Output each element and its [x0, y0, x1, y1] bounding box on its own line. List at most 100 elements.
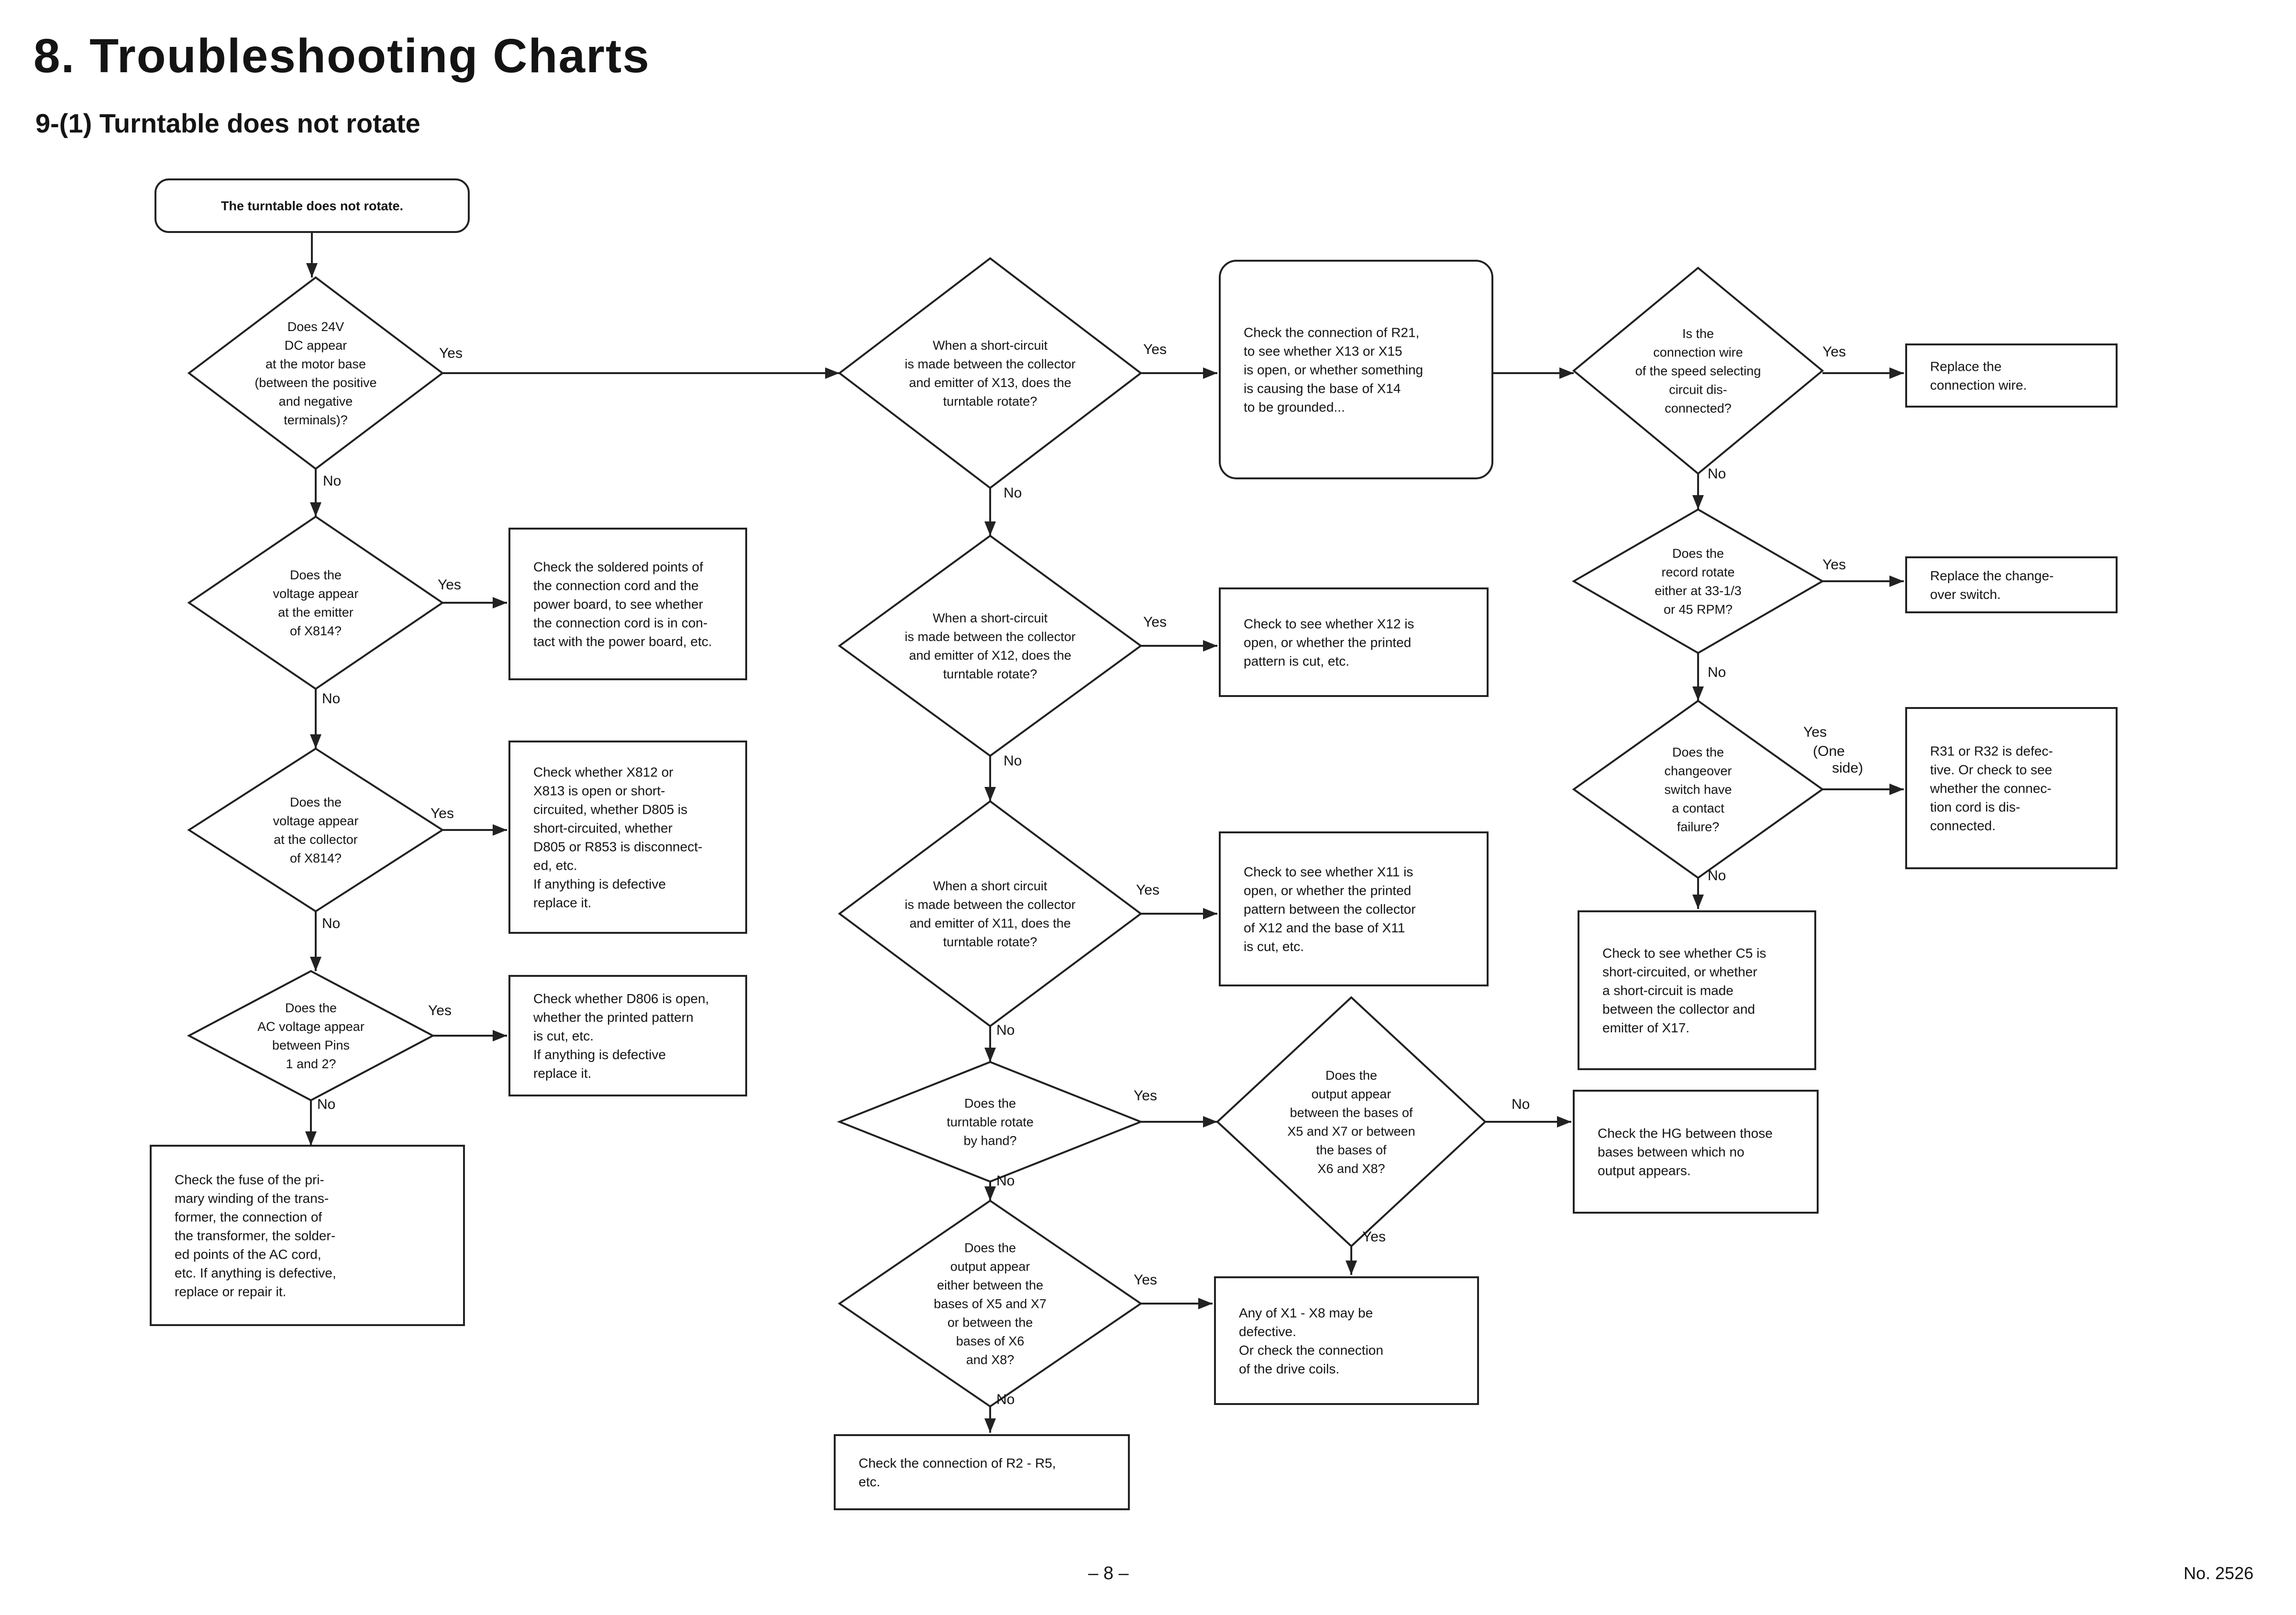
node-text-line: record rotate — [1661, 565, 1734, 579]
no-label: No — [1512, 1096, 1530, 1112]
node-text-line: connection wire — [1653, 345, 1743, 359]
node-text-line: output appears. — [1598, 1163, 1691, 1178]
no-label: No — [1708, 466, 1726, 482]
node-text-line: Replace the change- — [1930, 568, 2053, 583]
node-text-line: tion cord is dis- — [1930, 799, 2020, 814]
yes-label: Yes — [1143, 614, 1167, 630]
node-text-line: bases of X6 — [956, 1334, 1025, 1348]
node-text-line: changeover — [1664, 763, 1732, 778]
node-text-line: or 45 RPM? — [1664, 602, 1733, 617]
node-text-line: tact with the power board, etc. — [533, 634, 712, 649]
no-label: No — [322, 916, 340, 931]
node-text-line: DC appear — [285, 338, 347, 353]
action-a-r21: Check the connection of R21,to see wheth… — [1219, 260, 1493, 479]
node-text-line: whether the connec- — [1930, 781, 2052, 796]
yes-label: Yes — [430, 806, 454, 821]
node-text-line: short-circuited, whether — [533, 820, 673, 835]
node-text-line: Check the connection of R2 - R5, — [859, 1456, 1056, 1471]
node-text-line: at the collector — [274, 832, 358, 847]
node-text-line: failure? — [1677, 819, 1720, 834]
node-text-line: open, or whether the printed — [1244, 635, 1411, 650]
node-text-line: turntable rotate? — [943, 394, 1038, 409]
node-text-line: Check whether D806 is open, — [533, 991, 709, 1006]
node-text-line: switch have — [1664, 782, 1732, 796]
node-text-line: Check to see whether X11 is — [1244, 864, 1413, 879]
node-text-line: and emitter of X13, does the — [909, 376, 1071, 390]
node-text-line: is made between the collector — [905, 630, 1075, 644]
node-text-line: former, the connection of — [175, 1209, 322, 1224]
node-text-line: Check the connection of R21, — [1244, 325, 1419, 340]
node-text-line: (between the positive — [254, 376, 376, 390]
node-text-line: short-circuited, or whether — [1602, 964, 1757, 979]
no-label: No — [996, 1173, 1015, 1189]
node-text-line: whether the printed pattern — [533, 1010, 694, 1025]
node-text-line: is made between the collector — [905, 357, 1075, 371]
no-label: No — [322, 691, 340, 707]
no-label: No — [323, 473, 341, 489]
yes-label: Yes — [1803, 724, 1827, 740]
yes-label: Yes — [1822, 344, 1846, 360]
node-text-line: is made between the collector — [905, 897, 1075, 912]
action-a-x11: Check to see whether X11 is open, or whet… — [1219, 831, 1489, 986]
node-text-line: of the drive coils. — [1239, 1361, 1339, 1376]
no-label: No — [1708, 868, 1726, 884]
node-text-line: and X8? — [966, 1352, 1015, 1367]
node-text-line: The turntable does not rotate. — [221, 199, 403, 213]
node-text-line: Check whether X812 or — [533, 764, 673, 779]
node-text-line: Does the — [1672, 745, 1724, 759]
node-text-line: 1 and 2? — [286, 1057, 336, 1071]
node-text-line: Does the — [1325, 1068, 1377, 1083]
node-text-line: connection wire. — [1930, 377, 2027, 392]
node-text-line: Does the — [1672, 546, 1724, 561]
node-text-line: over switch. — [1930, 587, 2001, 602]
yes-label: Yes — [1362, 1229, 1386, 1245]
node-text-line: replace it. — [533, 895, 591, 910]
node-text-line: etc. If anything is defective, — [175, 1265, 336, 1280]
yes-label: Yes — [439, 345, 463, 361]
node-text-line: tive. Or check to see — [1930, 762, 2052, 777]
node-text-line: X5 and X7 or between — [1287, 1124, 1415, 1139]
node-text-line: open, or whether the printed — [1244, 883, 1411, 898]
node-text-line: replace it. — [533, 1066, 591, 1081]
node-text-line: is open, or whether something — [1244, 362, 1423, 377]
node-text-line: Does the — [290, 795, 342, 809]
node-text-line: and negative — [279, 394, 353, 409]
no-label: No — [1004, 753, 1022, 769]
node-text-line: of the speed selecting — [1635, 364, 1761, 378]
yes-label: Yes — [1143, 342, 1167, 357]
node-text-line: etc. — [859, 1474, 880, 1489]
page-number: – 8 – — [1088, 1563, 1129, 1583]
node-text-line: circuited, whether D805 is — [533, 802, 687, 817]
node-text-line: When a short circuit — [933, 879, 1048, 893]
node-text-line: R31 or R32 is defec- — [1930, 743, 2053, 758]
node-text-line: Does 24V — [287, 320, 344, 334]
node-text-line: turntable rotate? — [943, 667, 1038, 681]
action-a-switch: Replace the change-over switch. — [1905, 556, 2118, 613]
yes-label: Yes — [428, 1003, 452, 1018]
node-text-line: Check to see whether X12 is — [1244, 616, 1414, 631]
node-text-line: the transformer, the solder- — [175, 1228, 335, 1243]
decision-q-x11: When a short circuit is made between the … — [838, 800, 1143, 1028]
node-text-line: output appear — [950, 1259, 1030, 1273]
section-title: 9-(1) Turntable does not rotate — [35, 108, 420, 138]
yes-label: Yes — [438, 577, 461, 593]
node-text-line: power board, to see whether — [533, 597, 703, 611]
action-a-x12: Check to see whether X12 is open, or whet… — [1219, 587, 1489, 697]
node-text-line: emitter of X17. — [1602, 1020, 1689, 1035]
node-text-line: either at 33-1/3 — [1655, 584, 1742, 598]
yes-label: Yes — [1134, 1272, 1157, 1288]
node-text-line: D805 or R853 is disconnect- — [533, 839, 702, 854]
node-text-line: between the bases of — [1290, 1106, 1413, 1120]
node-text-line: pattern is cut, etc. — [1244, 653, 1349, 668]
node-text-line: Check the fuse of the pri- — [175, 1172, 324, 1187]
node-text-line: If anything is defective — [533, 876, 666, 891]
